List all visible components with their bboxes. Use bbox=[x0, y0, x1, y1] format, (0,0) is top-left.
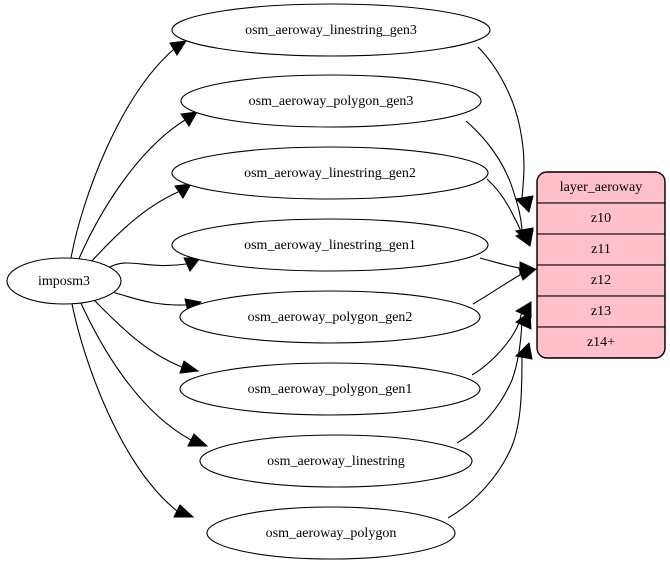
edge-linestring-to-z13 bbox=[456, 311, 532, 444]
osm-aeroway-polygon-gen3-ellipse[interactable] bbox=[180, 74, 482, 128]
osm-aeroway-linestring-gen3-ellipse[interactable] bbox=[171, 3, 491, 57]
osm-aeroway-linestring-gen1-ellipse[interactable] bbox=[171, 218, 489, 272]
osm-aeroway-polygon-gen1-label: osm_aeroway_polygon_gen1 bbox=[248, 382, 413, 397]
osm-aeroway-linestring-gen3-label: osm_aeroway_linestring_gen3 bbox=[245, 23, 417, 38]
osm-aeroway-polygon-gen3-label: osm_aeroway_polygon_gen3 bbox=[249, 94, 414, 109]
edge-imposm3-to-linestring-gen2 bbox=[89, 183, 192, 264]
osm-aeroway-polygon-ellipse[interactable] bbox=[206, 506, 456, 560]
osm-aeroway-linestring-gen2-ellipse[interactable] bbox=[171, 146, 489, 200]
layer-aeroway-z11-label: z11 bbox=[591, 242, 611, 257]
node-osm-aeroway-linestring-gen3[interactable]: osm_aeroway_linestring_gen3 bbox=[171, 3, 491, 57]
edge-imposm3-to-polygon bbox=[71, 303, 195, 518]
osm-aeroway-polygon-gen1-ellipse[interactable] bbox=[179, 362, 481, 416]
node-layer-aeroway[interactable]: layer_aeroway z10 z11 z12 z13 z14+ bbox=[536, 171, 666, 359]
layer-aeroway-z14plus-label: z14+ bbox=[587, 335, 615, 350]
layer-aeroway-header-label: layer_aeroway bbox=[560, 180, 642, 195]
layer-aeroway-outline bbox=[536, 171, 666, 359]
imposm3-ellipse[interactable] bbox=[6, 257, 122, 305]
osm-aeroway-polygon-gen2-label: osm_aeroway_polygon_gen2 bbox=[248, 310, 413, 325]
layer-aeroway-z12-label: z12 bbox=[591, 273, 611, 288]
osm-aeroway-linestring-label: osm_aeroway_linestring bbox=[267, 454, 405, 469]
edge-imposm3-to-polygon-gen3 bbox=[77, 111, 198, 262]
edge-imposm3-to-linestring bbox=[79, 300, 209, 447]
layer-aeroway-z10-label: z10 bbox=[591, 211, 611, 226]
edge-linestring-gen2-to-z11 bbox=[486, 178, 534, 247]
edge-imposm3-to-linestring-gen3 bbox=[70, 40, 187, 259]
osm-aeroway-polygon-gen2-ellipse[interactable] bbox=[179, 290, 481, 344]
layer-aeroway-row-z10[interactable] bbox=[537, 202, 665, 235]
osm-aeroway-linestring-gen2-label: osm_aeroway_linestring_gen2 bbox=[244, 166, 416, 181]
edge-imposm3-to-linestring-gen1 bbox=[107, 257, 202, 272]
node-osm-aeroway-linestring[interactable]: osm_aeroway_linestring bbox=[199, 434, 473, 488]
edge-linestring-gen3-to-z10 bbox=[477, 46, 534, 213]
node-osm-aeroway-polygon-gen1[interactable]: osm_aeroway_polygon_gen1 bbox=[179, 362, 481, 416]
layer-aeroway-row-z14plus[interactable] bbox=[537, 326, 665, 358]
node-imposm3[interactable]: imposm3 bbox=[6, 257, 122, 305]
edges-layer bbox=[70, 40, 538, 519]
imposm3-label: imposm3 bbox=[38, 274, 90, 289]
node-osm-aeroway-linestring-gen1[interactable]: osm_aeroway_linestring_gen1 bbox=[171, 218, 489, 272]
osm-aeroway-linestring-gen1-label: osm_aeroway_linestring_gen1 bbox=[244, 238, 416, 253]
edge-imposm3-to-polygon-gen1 bbox=[92, 298, 200, 374]
node-osm-aeroway-polygon-gen3[interactable]: osm_aeroway_polygon_gen3 bbox=[180, 74, 482, 128]
node-osm-aeroway-polygon-gen2[interactable]: osm_aeroway_polygon_gen2 bbox=[179, 290, 481, 344]
edge-polygon-gen2-to-z12 bbox=[472, 268, 538, 305]
node-osm-aeroway-polygon[interactable]: osm_aeroway_polygon bbox=[206, 506, 456, 560]
layer-aeroway-z13-label: z13 bbox=[591, 304, 611, 319]
osm-aeroway-linestring-ellipse[interactable] bbox=[199, 434, 473, 488]
node-osm-aeroway-linestring-gen2[interactable]: osm_aeroway_linestring_gen2 bbox=[171, 146, 489, 200]
osm-aeroway-polygon-label: osm_aeroway_polygon bbox=[266, 526, 397, 541]
edge-polygon-to-z14 bbox=[447, 341, 533, 519]
